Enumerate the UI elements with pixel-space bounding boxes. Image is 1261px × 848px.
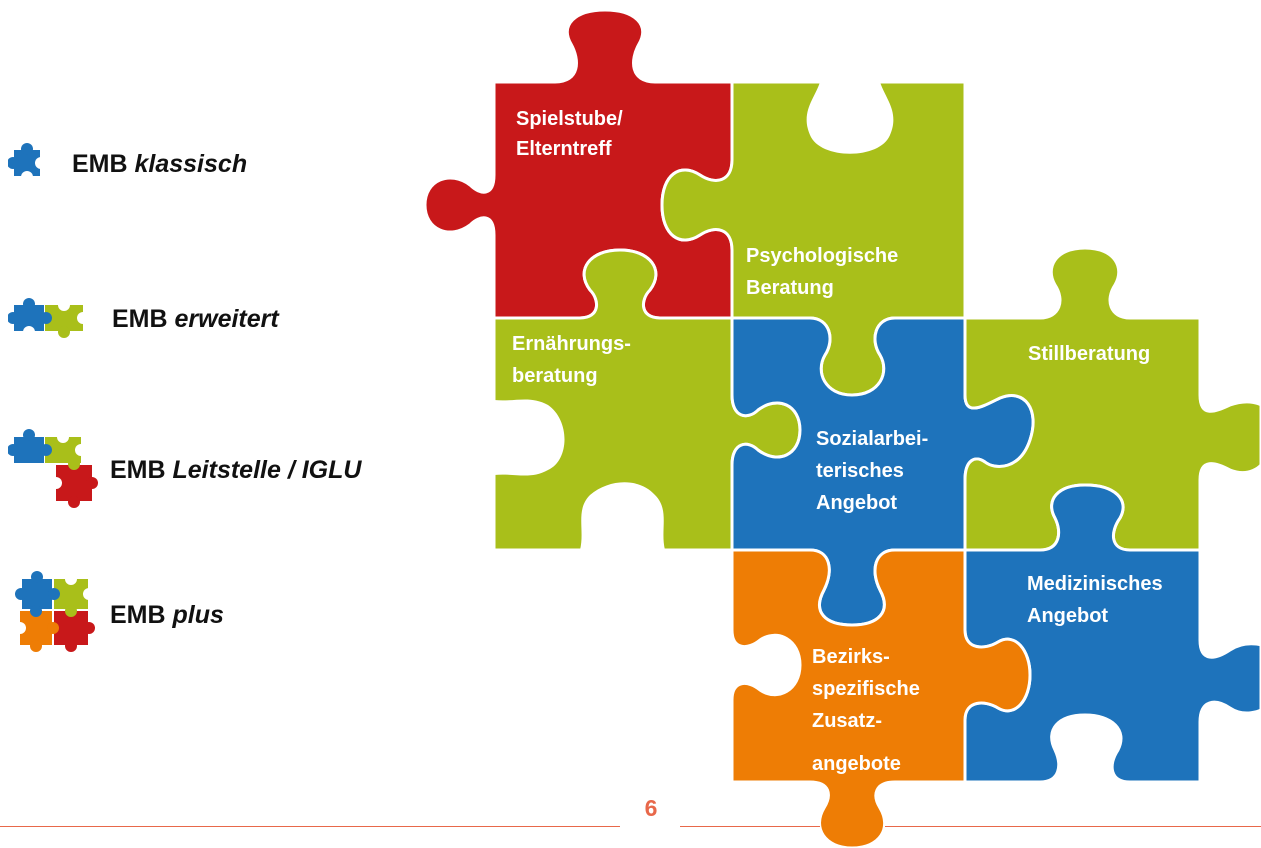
legend-prefix: EMB	[112, 304, 175, 333]
legend-label-plus: EMB plus	[110, 601, 224, 630]
puzzle-blue-green-icon	[8, 298, 89, 338]
puzzle-four-piece-icon	[14, 571, 95, 652]
piece-spielstube	[423, 8, 734, 320]
legend-prefix: EMB	[72, 149, 135, 178]
piece-label-spielstube: Spielstube/ Elterntreff	[516, 108, 628, 160]
legend-item-leitstelle: EMB Leitstelle / IGLU	[8, 425, 361, 515]
piece-label-sozialarbeit: Sozialarbei- terisches Angebot	[816, 428, 934, 514]
legend-prefix: EMB	[110, 600, 173, 629]
puzzle-blue-icon	[8, 143, 47, 183]
legend-label-klassisch: EMB klassisch	[72, 150, 247, 179]
piece-label-psychologische: Psychologische Beratung	[746, 245, 904, 299]
legend-variant: plus	[172, 600, 224, 629]
footer-line-right	[680, 826, 820, 827]
notch-ernaehrung-bottom	[580, 482, 665, 550]
footer-line-far-right	[885, 826, 1261, 827]
legend-variant: erweitert	[174, 304, 279, 333]
piece-label-bezirk: Bezirks- spezifische Zusatz- angebote	[812, 646, 925, 775]
notch-bezirk-left	[732, 630, 800, 700]
legend-item-klassisch: EMB klassisch	[8, 140, 247, 188]
notch-ernaehrung-left	[494, 399, 565, 476]
piece-label-stillberatung: Stillberatung	[1028, 343, 1150, 365]
legend-label-leitstelle: EMB Leitstelle / IGLU	[110, 456, 361, 485]
piece-label-ernaehrung: Ernährungs- beratung	[512, 333, 636, 387]
notch-psychologische-top	[806, 82, 894, 154]
page-number: 6	[644, 795, 658, 821]
legend-prefix: EMB	[110, 455, 173, 484]
footer-line-left	[0, 826, 620, 827]
puzzle-blue-green-red-icon	[8, 429, 98, 508]
legend-variant: Leitstelle / IGLU	[172, 455, 362, 484]
piece-label-medizinisch: Medizinisches Angebot	[1027, 573, 1168, 627]
legend-item-erweitert: EMB erweitert	[8, 295, 279, 343]
legend-item-plus: EMB plus	[8, 565, 224, 665]
legend-label-erweitert: EMB erweitert	[112, 305, 279, 334]
legend-variant: klassisch	[134, 149, 248, 178]
